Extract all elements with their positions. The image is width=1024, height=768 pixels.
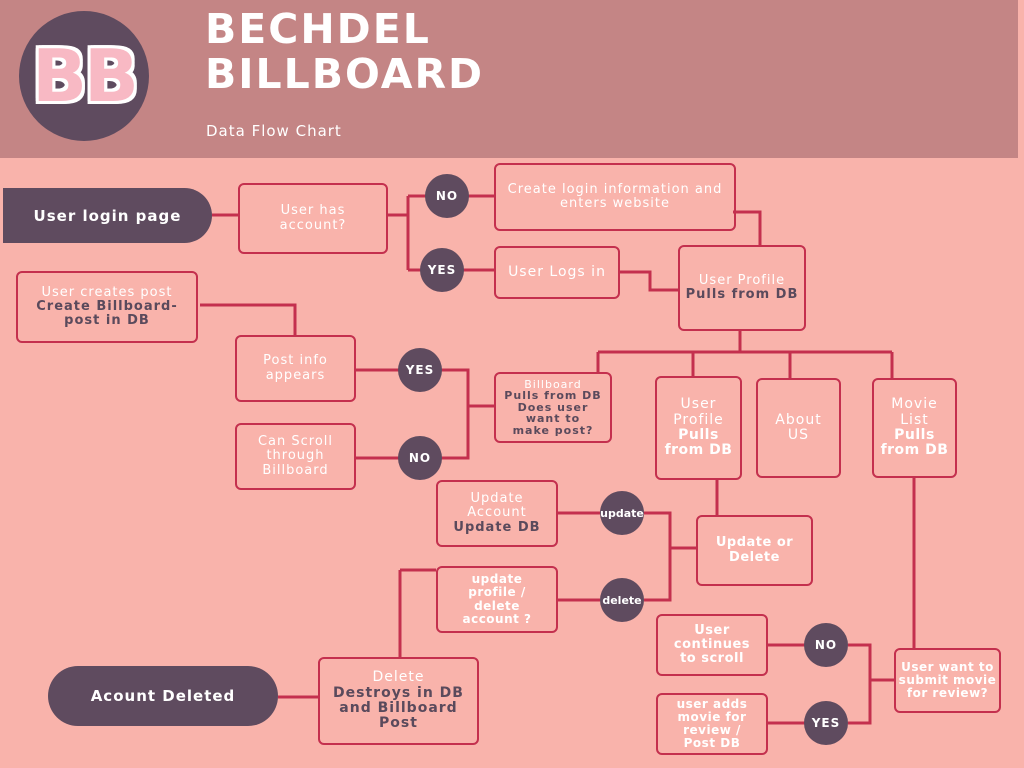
connector bbox=[200, 303, 297, 335]
node-text: Delete bbox=[372, 669, 425, 686]
decision-yes-bottom: YES bbox=[804, 701, 848, 745]
decision-no-top: NO bbox=[425, 174, 469, 218]
user-has-account-node: User has account? bbox=[238, 183, 388, 254]
node-text: Pulls from DB bbox=[504, 389, 602, 403]
connector bbox=[733, 210, 762, 245]
node-text: Movie bbox=[891, 396, 938, 413]
movie-list-node: Movie List Pulls from DB bbox=[872, 378, 957, 478]
node-text: User Logs in bbox=[508, 263, 606, 280]
node-text: submit movie bbox=[898, 672, 997, 687]
node-text: from DB bbox=[664, 442, 733, 459]
node-text: User Profile bbox=[698, 272, 786, 288]
node-text: profile / bbox=[468, 585, 526, 600]
node-text: for review? bbox=[906, 686, 989, 701]
node-text: US bbox=[787, 427, 810, 443]
node-text: Update bbox=[470, 491, 524, 507]
node-text: Create Billboard- bbox=[36, 298, 178, 314]
title-line-1: BECHDEL bbox=[205, 5, 431, 53]
user-adds-movie-node: user adds movie for review / Post DB bbox=[656, 693, 768, 755]
node-text: Delete bbox=[729, 549, 780, 565]
node-text: Post info bbox=[263, 353, 328, 369]
account-deleted-node: Acount Deleted bbox=[48, 666, 278, 726]
node-text: movie for bbox=[677, 709, 747, 724]
title-line-2: BILLBOARD bbox=[205, 50, 485, 98]
node-text: Create login information and bbox=[507, 181, 723, 197]
update-account-node: Update Account Update DB bbox=[436, 480, 558, 547]
node-text: appears bbox=[265, 367, 326, 383]
node-text: Billboard bbox=[262, 462, 329, 478]
node-text: Account bbox=[467, 505, 527, 521]
update-or-delete-node: Update or Delete bbox=[696, 515, 813, 586]
node-text: account ? bbox=[462, 611, 532, 626]
node-text: Pulls from DB bbox=[685, 287, 799, 302]
post-info-appears-node: Post info appears bbox=[235, 335, 356, 402]
node-text: About bbox=[775, 411, 822, 428]
user-profile-top-node: User Profile Pulls from DB bbox=[678, 245, 806, 331]
node-text: Profile bbox=[673, 411, 724, 428]
can-scroll-node: Can Scroll through Billboard bbox=[235, 423, 356, 490]
node-text: from DB bbox=[880, 442, 949, 459]
node-text: enters website bbox=[560, 196, 670, 211]
node-text: post in DB bbox=[64, 313, 150, 329]
submit-movie-node: User want to submit movie for review? bbox=[894, 648, 1001, 713]
delete-node: Delete Destroys in DB and Billboard Post bbox=[318, 657, 479, 745]
header-banner: BB BECHDEL BILLBOARD Data Flow Chart bbox=[0, 0, 1018, 158]
about-us-node: About US bbox=[756, 378, 841, 478]
decision-no-mid: NO bbox=[398, 436, 442, 480]
node-text: User bbox=[694, 622, 730, 638]
connector bbox=[440, 368, 470, 460]
connector bbox=[848, 643, 872, 725]
decision-yes-top: YES bbox=[420, 248, 464, 292]
node-text: user adds bbox=[676, 696, 748, 711]
node-text: delete bbox=[474, 598, 520, 613]
connector bbox=[644, 511, 672, 602]
node-text: and Billboard bbox=[339, 700, 458, 716]
node-text: User want to bbox=[901, 659, 994, 674]
node-text: Pulls bbox=[678, 427, 719, 443]
node-text: Pulls bbox=[894, 427, 935, 443]
decision-no-bottom: NO bbox=[804, 623, 848, 667]
user-login-page-node: User login page bbox=[3, 188, 212, 243]
node-text: User creates post bbox=[41, 284, 173, 300]
node-text: Destroys in DB bbox=[333, 684, 464, 701]
connector bbox=[596, 352, 894, 378]
connector bbox=[388, 194, 428, 272]
user-creates-post-node: User creates post Create Billboard- post… bbox=[16, 271, 198, 343]
create-login-node: Create login information and enters webs… bbox=[494, 163, 736, 231]
node-text: to scroll bbox=[680, 651, 744, 667]
node-text: through bbox=[266, 448, 325, 464]
node-text: review / bbox=[683, 723, 741, 737]
node-text: Post DB bbox=[683, 736, 741, 751]
logo-letters: BB bbox=[32, 34, 139, 118]
node-text: account? bbox=[279, 217, 347, 233]
node-text: Billboard bbox=[524, 377, 582, 391]
node-text: User has bbox=[280, 203, 346, 219]
node-text: want to bbox=[525, 412, 581, 426]
connector bbox=[618, 270, 680, 292]
node-text: Does user bbox=[517, 400, 589, 414]
node-text: Post bbox=[379, 715, 418, 732]
node-text: Update or bbox=[715, 535, 794, 551]
node-text: Can Scroll bbox=[257, 434, 334, 450]
logo: BB bbox=[19, 11, 149, 141]
user-logs-in-node: User Logs in bbox=[494, 246, 620, 299]
decision-update: update bbox=[600, 491, 644, 535]
node-text: List bbox=[900, 411, 929, 428]
node-text: Update DB bbox=[453, 519, 541, 535]
user-profile-mid-node: User Profile Pulls from DB bbox=[655, 376, 742, 480]
update-profile-delete-node: update profile / delete account ? bbox=[436, 566, 558, 633]
node-text: continues bbox=[673, 636, 751, 652]
user-continues-node: User continues to scroll bbox=[656, 614, 768, 676]
billboard-node: Billboard Pulls from DB Does user want t… bbox=[494, 372, 612, 443]
node-text: update bbox=[471, 572, 523, 587]
node-text: make post? bbox=[512, 423, 594, 437]
decision-yes-mid: YES bbox=[398, 348, 442, 392]
decision-delete: delete bbox=[600, 578, 644, 622]
subtitle: Data Flow Chart bbox=[206, 122, 342, 140]
node-text: User bbox=[680, 396, 717, 413]
